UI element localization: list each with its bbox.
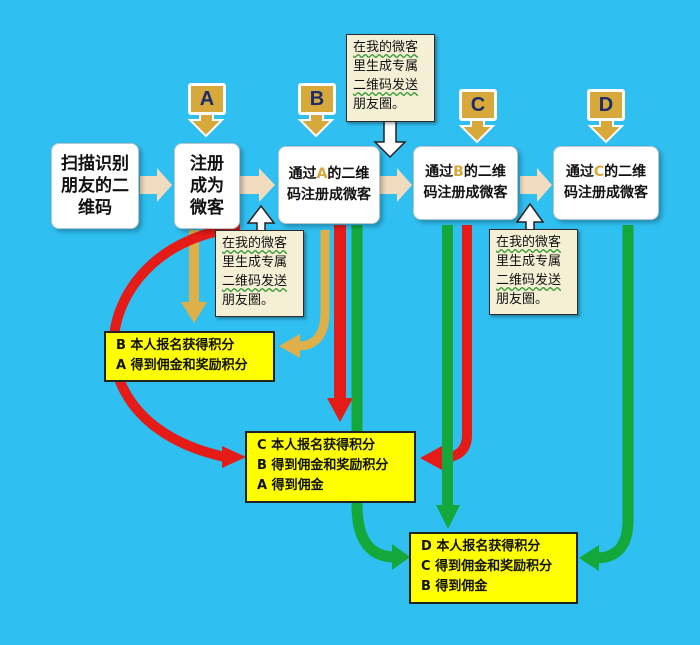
step-via-a-line-1: 通过A的二维 — [287, 164, 371, 185]
tag-c: C — [459, 89, 497, 121]
tan-down-arrow — [181, 230, 207, 323]
result-d-line-2: C 得到佣金和奖励积分 — [421, 559, 553, 574]
step-via-c-line-1: 通过C的二维 — [564, 162, 648, 183]
result-c-line-1: C 本人报名获得积分 — [257, 438, 376, 453]
flow-arrow-1 — [140, 168, 172, 202]
share-note-top-line-1: 在我的微客 — [353, 38, 428, 57]
share-note-right-line-3: 二维码发送 — [496, 271, 571, 290]
step-via-b-letter: B — [453, 164, 464, 180]
flow-arrow-3 — [380, 168, 412, 202]
step-scan-line-3: 维码 — [78, 198, 112, 218]
tag-b-pointer — [297, 113, 335, 138]
tag-d-pointer — [587, 119, 625, 144]
share-note-left-line-1: 在我的微客 — [222, 234, 297, 253]
step-via-b: 通过B的二维 码注册成微客 — [413, 146, 518, 220]
red-curve-arrowhead-2 — [420, 446, 442, 470]
tag-a-pointer — [187, 113, 225, 138]
step-via-b-pre: 通过 — [425, 164, 454, 180]
green-curve-arrow — [351, 225, 396, 563]
result-box-b: B 本人报名获得积分 A 得到佣金和奖励积分 — [104, 331, 275, 382]
green-curve-arrow-2 — [595, 225, 634, 564]
share-note-top-line-4: 朋友圈。 — [353, 97, 406, 112]
step-via-a: 通过A的二维 码注册成微客 — [278, 146, 380, 224]
step-scan-line-2: 朋友的二 — [61, 176, 129, 196]
result-d-line-3: B 得到佣金 — [421, 579, 488, 594]
share-note-right-text-3: 二维码发送 — [496, 273, 562, 288]
result-c-line-3: A 得到佣金 — [257, 478, 324, 493]
step-scan-qr: 扫描识别 朋友的二 维码 — [51, 143, 139, 229]
share-note-top-line-3: 二维码发送 — [353, 76, 428, 95]
result-b-line-2: A 得到佣金和奖励积分 — [116, 358, 248, 373]
tag-c-pointer — [458, 119, 496, 144]
share-note-left-line-2: 里生成专属 — [222, 255, 288, 270]
tag-a: A — [188, 83, 226, 115]
step-via-a-line-2: 码注册成微客 — [287, 187, 371, 203]
share-note-right-text-1: 在我的微客 — [496, 235, 562, 250]
green-curve-arrowhead — [392, 544, 410, 570]
result-c-line-2: B 得到佣金和奖励积分 — [257, 458, 389, 473]
step-scan-line-1: 扫描识别 — [61, 154, 129, 174]
tan-curve-arrow — [297, 230, 330, 351]
share-note-right-line-1: 在我的微客 — [496, 233, 571, 252]
share-note-top-text-3: 二维码发送 — [353, 78, 419, 93]
note-pointer-right — [515, 202, 545, 233]
step-register-line-3: 微客 — [190, 198, 224, 218]
flow-arrow-2 — [240, 168, 275, 202]
share-note-right-line-2: 里生成专属 — [496, 254, 562, 269]
share-note-left: 在我的微客 里生成专属 二维码发送 朋友圈。 — [215, 230, 304, 317]
flow-arrow-4 — [520, 168, 552, 202]
step-register: 注册 成为 微客 — [174, 143, 240, 229]
share-note-left-text-3: 二维码发送 — [222, 274, 288, 289]
share-note-top-line-2: 里生成专属 — [353, 59, 419, 74]
step-via-b-line-2: 码注册成微客 — [423, 185, 508, 201]
share-note-left-text-1: 在我的微客 — [222, 236, 288, 251]
step-via-c-line-2: 码注册成微客 — [564, 185, 648, 201]
share-note-right-line-4: 朋友圈。 — [496, 292, 549, 307]
share-note-top: 在我的微客 里生成专属 二维码发送 朋友圈。 — [346, 34, 435, 122]
tag-b: B — [298, 83, 336, 115]
tag-d: D — [587, 89, 625, 121]
step-via-c-pre: 通过 — [565, 164, 594, 180]
step-via-c-letter: C — [593, 164, 605, 180]
step-register-line-1: 注册 — [190, 154, 224, 174]
tan-curve-arrowhead — [279, 334, 300, 358]
share-note-top-text-1: 在我的微客 — [353, 40, 419, 55]
green-curve-arrowhead-2 — [579, 545, 599, 571]
note-pointer-left — [246, 204, 276, 233]
step-via-b-post: 的二维 — [463, 164, 506, 180]
result-box-d: D 本人报名获得积分 C 得到佣金和奖励积分 B 得到佣金 — [409, 532, 578, 604]
step-via-c-post: 的二维 — [604, 164, 647, 180]
step-register-line-2: 成为 — [190, 176, 224, 196]
result-b-line-1: B 本人报名获得积分 — [116, 338, 235, 353]
step-via-a-pre: 通过 — [288, 166, 317, 182]
step-via-a-letter: A — [316, 166, 328, 182]
red-curve-arrowhead — [222, 446, 246, 468]
result-box-c: C 本人报名获得积分 B 得到佣金和奖励积分 A 得到佣金 — [245, 431, 416, 503]
note-pointer-top — [373, 120, 407, 159]
share-note-left-line-3: 二维码发送 — [222, 272, 297, 291]
result-d-line-1: D 本人报名获得积分 — [421, 539, 541, 554]
green-down-arrow — [436, 225, 460, 529]
share-note-left-line-4: 朋友圈。 — [222, 293, 275, 308]
step-via-c: 通过C的二维 码注册成微客 — [553, 146, 659, 220]
red-down-arrow — [327, 225, 353, 422]
step-via-b-line-1: 通过B的二维 — [424, 162, 508, 183]
share-note-right: 在我的微客 里生成专属 二维码发送 朋友圈。 — [489, 229, 578, 315]
step-via-a-post: 的二维 — [327, 166, 370, 182]
